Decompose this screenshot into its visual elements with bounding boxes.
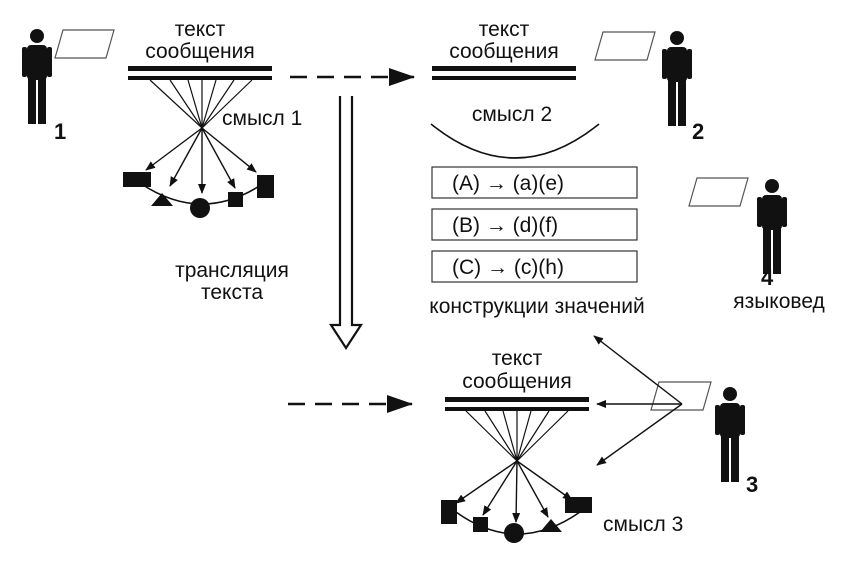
linguist-note-icon — [688, 177, 749, 207]
construction-3-text: (C) → (c)(h) — [452, 256, 564, 279]
speaker-1-note-icon — [54, 29, 115, 59]
meaning-1-fan — [149, 79, 253, 129]
message-text-1-line1: текст — [175, 18, 226, 41]
construction-1-text: (A) → (a)(e) — [452, 172, 564, 195]
meaning-1-label: смысл 1 — [222, 107, 302, 130]
participant-4-number: 4 — [761, 265, 774, 290]
construction-box-2: (B) → (d)(f) — [431, 208, 638, 241]
meaning-2-label: смысл 2 — [472, 103, 552, 126]
reader-3-pointer-arrows — [593, 335, 683, 466]
meaning-3-arrows — [455, 460, 573, 523]
speaker-2-note-icon — [594, 31, 656, 61]
reader-3-figure-icon — [715, 387, 745, 482]
meaning-3-shapes — [441, 497, 592, 543]
translation-label-line2: текста — [201, 281, 263, 304]
message-text-2-line1: текст — [479, 18, 530, 41]
meaning-3-label: смысл 3 — [603, 513, 683, 536]
meaning-1-arrows — [145, 127, 257, 194]
message-text-3-line2: сообщения — [462, 370, 572, 393]
translation-double-arrow — [328, 96, 364, 351]
message-text-3-bar — [445, 397, 589, 411]
speaker-2-figure-icon — [662, 31, 692, 126]
message-text-2-bar — [432, 66, 576, 80]
linguist-figure-icon — [757, 179, 787, 274]
meaning-3-fan — [465, 410, 569, 462]
reader-3-note-icon — [650, 381, 712, 411]
construction-2-text: (B) → (d)(f) — [452, 214, 558, 237]
message-text-1-line2: сообщения — [145, 40, 255, 63]
message-text-3-line1: текст — [492, 347, 543, 370]
translation-label-line1: трансляция — [175, 259, 289, 282]
meaning-2-arc — [430, 123, 600, 159]
message-text-2-line2: сообщения — [449, 40, 559, 63]
linguist-label: языковед — [733, 290, 825, 313]
construction-box-1: (A) → (a)(e) — [431, 166, 638, 199]
meaning-constructions-label: конструкции значений — [429, 295, 644, 318]
message-text-1-bar — [128, 66, 272, 80]
participant-1-number: 1 — [54, 119, 66, 144]
speaker-1-figure-icon — [22, 29, 52, 124]
participant-3-number: 3 — [746, 472, 758, 497]
participant-2-number: 2 — [692, 119, 704, 144]
construction-box-3: (C) → (c)(h) — [431, 250, 638, 283]
meaning-1-shapes — [123, 172, 274, 218]
